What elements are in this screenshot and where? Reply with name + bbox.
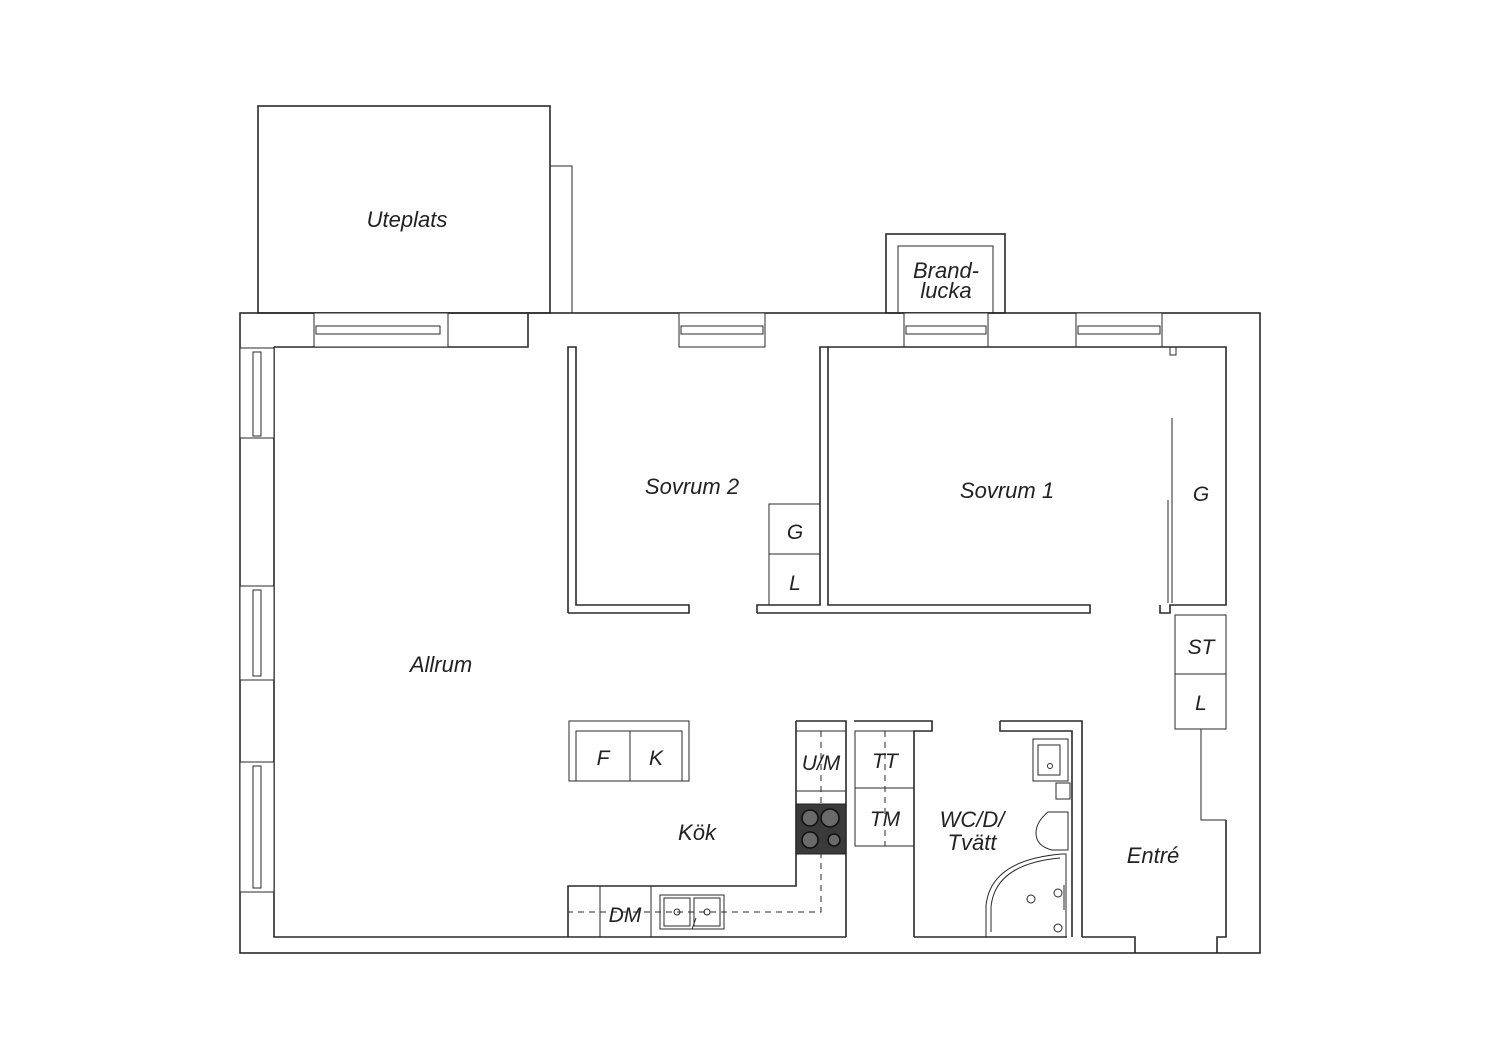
label-tm: TM (870, 808, 901, 831)
windows-left (239, 347, 275, 893)
label-g-sovrum2: G (787, 521, 803, 544)
label-um: U/M (802, 752, 841, 775)
label-brandlucka-2: lucka (920, 278, 971, 303)
laundry-column (854, 720, 933, 937)
label-allrum: Allrum (408, 652, 472, 677)
label-sovrum-1: Sovrum 1 (960, 478, 1054, 503)
label-f: F (597, 747, 611, 770)
label-wc-1: WC/D/ (940, 807, 1007, 832)
label-g-sovrum1: G (1193, 483, 1209, 506)
room-labels: Uteplats Brand- lucka Sovrum 2 Sovrum 1 … (367, 207, 1180, 868)
label-kok: Kök (678, 820, 717, 845)
label-wc-2: Tvätt (948, 830, 998, 855)
label-l-sovrum2: L (789, 572, 801, 595)
label-sovrum-2: Sovrum 2 (645, 474, 739, 499)
label-k: K (649, 747, 664, 770)
windows-top (313, 312, 1163, 348)
fixture-labels: G L G ST L F K U/M TT TM DM (597, 483, 1217, 927)
label-l-entre: L (1195, 692, 1207, 715)
label-entre: Entré (1127, 843, 1180, 868)
label-st: ST (1188, 636, 1217, 659)
kitchen-counter (567, 720, 847, 937)
entrance-closets (1174, 614, 1227, 821)
label-dm: DM (609, 904, 642, 927)
kitchen-island (568, 720, 690, 782)
label-brandlucka-1: Brand- (913, 258, 979, 283)
label-uteplats: Uteplats (367, 207, 448, 232)
label-tt: TT (872, 750, 900, 773)
outer-walls (239, 312, 1261, 954)
bathroom (985, 720, 1083, 938)
bedroom-1-walls (828, 346, 1227, 614)
